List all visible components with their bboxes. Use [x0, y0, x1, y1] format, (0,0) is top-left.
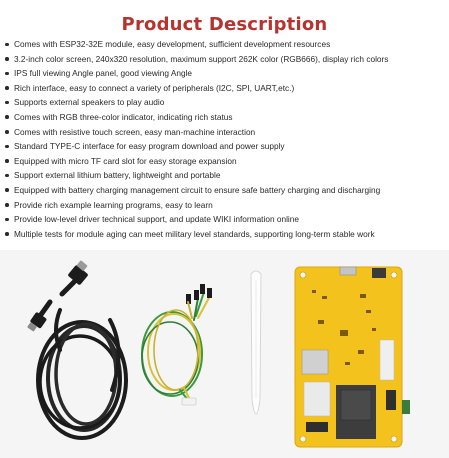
usb-cable-icon — [27, 260, 128, 440]
feature-list: Comes with ESP32-32E module, easy develo… — [5, 37, 447, 241]
feature-item: Provide low-level driver technical suppo… — [5, 212, 447, 227]
stylus-icon — [250, 270, 262, 415]
feature-item: Comes with RGB three-color indicator, in… — [5, 110, 447, 125]
product-illustration — [27, 260, 410, 448]
feature-item: Support external lithium battery, lightw… — [5, 168, 447, 183]
feature-item: Supports external speakers to play audio — [5, 95, 447, 110]
product-photo — [0, 250, 449, 458]
feature-item: Comes with ESP32-32E module, easy develo… — [5, 37, 447, 52]
feature-item: Multiple tests for module aging can meet… — [5, 227, 447, 242]
feature-item: IPS full viewing Angle panel, good viewi… — [5, 66, 447, 81]
feature-item: Rich interface, easy to connect a variet… — [5, 81, 447, 96]
display-board-icon — [294, 266, 410, 448]
jumper-wire-icon — [141, 284, 212, 406]
feature-item: Provide rich example learning programs, … — [5, 198, 447, 213]
feature-item: Standard TYPE-C interface for easy progr… — [5, 139, 447, 154]
feature-item: 3.2-inch color screen, 240x320 resolutio… — [5, 52, 447, 67]
feature-item: Equipped with battery charging managemen… — [5, 183, 447, 198]
feature-item: Comes with resistive touch screen, easy … — [5, 125, 447, 140]
feature-item: Equipped with micro TF card slot for eas… — [5, 154, 447, 169]
page-title: Product Description — [121, 14, 328, 36]
